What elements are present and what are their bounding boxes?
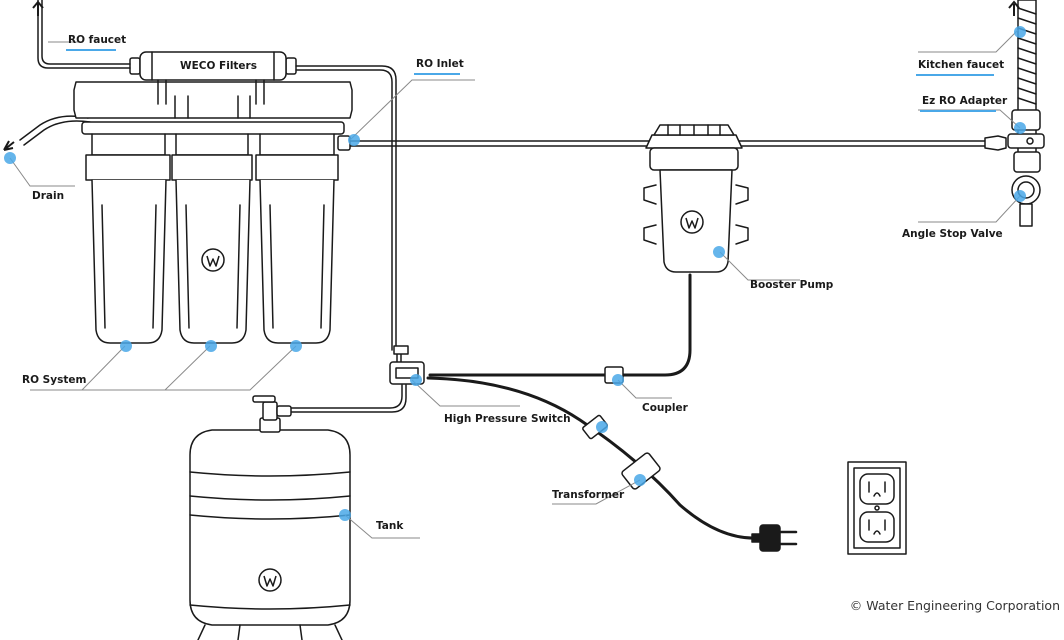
label-coupler: Coupler bbox=[642, 402, 688, 414]
label-tank: Tank bbox=[376, 520, 404, 532]
label-drain: Drain bbox=[32, 190, 65, 202]
label-ro-inlet: RO Inlet bbox=[416, 58, 464, 70]
label-weco-filters: WECO Filters bbox=[180, 60, 257, 72]
w-logo-icon bbox=[680, 210, 704, 234]
label-kitchen-faucet: Kitchen faucet bbox=[918, 59, 1005, 71]
up-arrow-icon bbox=[32, 0, 1020, 16]
label-booster-pump: Booster Pump bbox=[750, 279, 834, 291]
label-ro-faucet: RO faucet bbox=[68, 34, 127, 46]
w-logo-icon bbox=[201, 248, 225, 272]
copyright-text: © Water Engineering Corporation bbox=[849, 598, 1060, 613]
label-transformer: Transformer bbox=[552, 489, 625, 501]
label-high-pressure-switch: High Pressure Switch bbox=[444, 413, 571, 425]
w-logo-icon bbox=[258, 568, 282, 592]
label-angle-stop-valve: Angle Stop Valve bbox=[902, 228, 1003, 240]
label-ez-ro-adapter: Ez RO Adapter bbox=[922, 95, 1008, 107]
label-ro-system: RO System bbox=[22, 374, 87, 386]
